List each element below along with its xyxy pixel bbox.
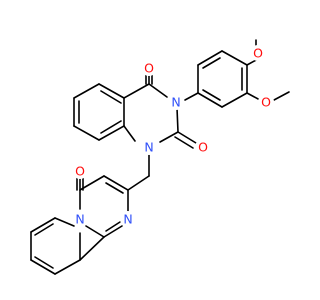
bond: [176, 107, 179, 133]
bond: [54, 259, 81, 275]
atom-label: N: [144, 140, 153, 155]
bond: [105, 221, 121, 232]
atom-label: O: [144, 61, 154, 76]
structure-canvas: O N O N O N N O: [30, 39, 290, 275]
bond: [246, 92, 261, 101]
atom-label: O: [198, 140, 208, 155]
oxygen-label-c4: O: [141, 60, 157, 76]
atom-label: O: [253, 46, 263, 61]
bond: [148, 83, 168, 98]
nitrogen-label-n3: N: [168, 94, 184, 110]
bonds: [30, 39, 290, 275]
bond: [54, 217, 75, 227]
atom-label: N: [75, 212, 84, 227]
bond: [123, 83, 150, 99]
nitrogen-label-ring: N: [120, 211, 136, 227]
bond: [73, 83, 100, 99]
bond: [34, 223, 54, 236]
atom-label: N: [123, 212, 132, 227]
bond: [85, 225, 105, 238]
bond: [127, 175, 150, 191]
atom-label: N: [171, 95, 180, 110]
bond: [98, 125, 125, 141]
bond: [202, 89, 221, 101]
bond: [34, 256, 54, 269]
bond: [79, 236, 105, 261]
bond: [98, 83, 125, 99]
bond: [159, 131, 179, 143]
atom-labels: O N O N O N N O: [72, 45, 274, 227]
oxygen-label-pyrimidinone: O: [72, 163, 88, 179]
bond: [197, 50, 223, 66]
oxygen-label-methoxy-top: O: [250, 45, 266, 61]
bond: [105, 182, 124, 194]
bond: [73, 125, 100, 141]
bond: [184, 92, 199, 101]
bond: [103, 175, 129, 191]
bond: [103, 225, 123, 238]
bond: [174, 136, 194, 149]
bond: [202, 57, 221, 69]
bond: [221, 92, 248, 108]
bond: [100, 120, 122, 134]
bond: [30, 259, 56, 275]
nitrogen-label-n1: N: [141, 139, 157, 155]
atom-label: O: [75, 164, 85, 179]
atom-label: O: [261, 95, 271, 110]
bond: [221, 50, 248, 66]
bond: [100, 90, 122, 104]
bond: [177, 131, 197, 144]
bond: [123, 125, 136, 142]
bond: [30, 217, 56, 233]
oxygen-label-c2: O: [195, 139, 211, 155]
nitrogen-label-bridgehead: N: [72, 211, 88, 227]
bond: [197, 92, 223, 108]
oxygen-label-methoxy-bottom: O: [258, 94, 274, 110]
bond: [273, 91, 290, 101]
molecule-structure: O N O N O N N O: [30, 39, 290, 275]
bond: [79, 175, 105, 191]
